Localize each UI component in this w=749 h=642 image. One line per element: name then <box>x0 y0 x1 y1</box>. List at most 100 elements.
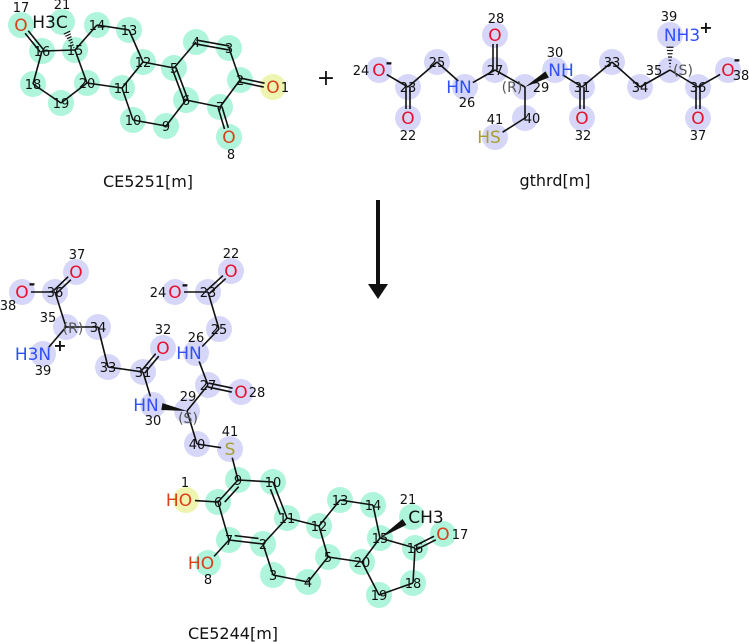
charge-p1-39: + <box>53 336 66 355</box>
atom-number-p1-28: 28 <box>249 386 266 401</box>
bond-p1-36-35 <box>54 291 67 328</box>
atom-number-p1-21: 21 <box>400 493 417 508</box>
atom-label-r2-22: O <box>401 109 414 129</box>
atom-label-p1-1: HO <box>166 491 192 511</box>
atom-number-p1-14: 14 <box>365 499 382 514</box>
atom-highlight-p1-33 <box>95 354 121 380</box>
atom-highlight-r1-13 <box>116 17 142 43</box>
atom-number-r2-25: 25 <box>429 56 446 71</box>
atom-highlight-p1-13 <box>327 487 353 513</box>
bond-r1-19-20 <box>60 82 88 104</box>
atom-label-r1-17: O <box>14 16 27 36</box>
bond-p1-19-20 <box>361 561 380 596</box>
atom-highlight-r1-7 <box>207 94 233 120</box>
atom-highlight-r1-11 <box>109 75 135 101</box>
atom-number-p1-31: 31 <box>135 366 152 381</box>
atom-highlight-p1-38 <box>9 279 35 305</box>
atom-number-p1-3: 3 <box>269 569 277 584</box>
stereo-label-p1-29: (S) <box>178 411 198 427</box>
bond-p1-31-30 <box>142 371 152 397</box>
atom-highlight-r2-38 <box>715 57 741 83</box>
atom-number-p1-6: 6 <box>214 496 222 511</box>
bond-r2-34-35 <box>639 69 671 88</box>
stereo-label-r2-29: (R) <box>502 80 523 96</box>
atom-number-r1-15: 15 <box>67 44 84 59</box>
atom-highlight-r2-36 <box>685 74 711 100</box>
bond-r1-7-8 <box>217 106 230 130</box>
atom-highlight-p1-23 <box>195 279 221 305</box>
atom-highlight-p1-4 <box>295 569 321 595</box>
bond-r2-29-30 <box>525 71 549 87</box>
atom-highlight-r2-39 <box>657 22 683 48</box>
atom-number-p1-30: 30 <box>145 414 162 429</box>
atom-number-p1-40: 40 <box>189 438 206 453</box>
atom-number-r1-7: 7 <box>216 101 224 116</box>
atom-highlight-p1-19 <box>366 582 392 608</box>
bond-r1-2-1 <box>239 77 265 88</box>
bond-p1-9-10 <box>237 479 274 483</box>
bond-p1-10-11 <box>269 481 288 519</box>
bond-r2-26-27 <box>472 69 496 84</box>
atom-number-r1-14: 14 <box>89 19 106 34</box>
atom-label-r2-41: HS <box>477 128 501 148</box>
atom-highlight-p1-40 <box>184 431 210 457</box>
bond-p1-27-26 <box>198 361 209 386</box>
bond-p1-35-39 <box>48 326 67 348</box>
atom-label-p1-39: H3N <box>15 345 51 365</box>
atom-label-p1-24: O <box>168 283 181 303</box>
bond-p1-7-8 <box>213 539 230 557</box>
atom-label-r1-8: O <box>222 128 235 148</box>
atom-highlight-p1-27 <box>195 372 221 398</box>
atom-highlight-p1-31 <box>130 359 156 385</box>
atom-number-r1-21: 21 <box>54 0 71 13</box>
charge-r2-39: + <box>699 18 712 37</box>
atom-number-p1-24: 24 <box>150 286 167 301</box>
bond-r1-10-11 <box>121 87 134 121</box>
atom-highlight-p1-28 <box>228 379 254 405</box>
atom-highlight-p1-22 <box>218 258 244 284</box>
atom-number-p1-27: 27 <box>200 379 217 394</box>
bond-r2-35-39 <box>666 46 674 68</box>
atom-number-r1-19: 19 <box>53 97 70 112</box>
molecule-title-ce5244: CE5244[m] <box>188 624 278 642</box>
atom-number-p1-19: 19 <box>371 589 388 604</box>
atom-number-r1-4: 4 <box>192 36 200 51</box>
bond-p1-16-18 <box>412 547 416 584</box>
reaction-arrow <box>368 200 388 299</box>
atom-highlight-r1-12 <box>130 49 156 75</box>
atom-number-r2-22: 22 <box>400 129 417 144</box>
bond-p1-34-33 <box>97 326 109 368</box>
bond-r2-25-26 <box>436 61 459 82</box>
atom-highlight-r2-35 <box>657 57 683 83</box>
atom-number-p1-8: 8 <box>204 573 212 588</box>
bond-p1-4-5 <box>307 556 329 583</box>
atom-number-r1-8: 8 <box>227 148 235 163</box>
bond-p1-25-23 <box>207 291 220 330</box>
atom-number-r1-12: 12 <box>135 56 152 71</box>
atom-number-r2-27: 27 <box>487 64 504 79</box>
atom-number-r2-39: 39 <box>661 10 678 25</box>
atom-number-r1-3: 3 <box>225 42 233 57</box>
atom-highlight-r2-27 <box>482 57 508 83</box>
bond-p1-33-31 <box>107 366 144 373</box>
atom-number-r1-5: 5 <box>170 62 178 77</box>
molecule-title-ce5251: CE5251[m] <box>103 172 193 191</box>
atom-label-r2-30: NH <box>548 61 574 81</box>
bond-p1-13-14 <box>339 499 374 506</box>
atom-label-r2-38: O <box>721 61 734 81</box>
atom-label-p1-28: O <box>234 383 247 403</box>
bond-p1-12-13 <box>318 499 341 527</box>
bond-r2-36-38 <box>697 73 721 88</box>
atom-number-p1-1: 1 <box>181 476 189 491</box>
atom-highlight-r1-2 <box>227 67 253 93</box>
bond-r1-17-16 <box>24 30 45 53</box>
atom-number-r1-11: 11 <box>114 82 131 97</box>
atom-highlight-p1-37 <box>63 259 89 285</box>
atom-number-r2-41: 41 <box>487 113 504 128</box>
atom-label-p1-26: HN <box>176 344 202 364</box>
atom-number-p1-9: 9 <box>234 474 242 489</box>
atom-label-r2-37: O <box>691 109 704 129</box>
atom-highlight-p1-14 <box>360 492 386 518</box>
atom-label-p1-8: HO <box>188 554 214 574</box>
bond-p1-31-32 <box>140 353 160 374</box>
